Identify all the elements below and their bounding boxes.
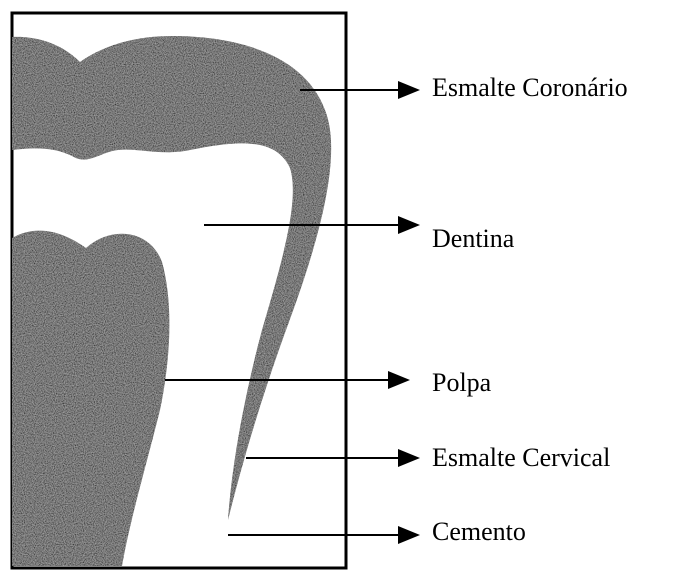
label-polpa: Polpa	[432, 368, 491, 398]
label-cemento: Cemento	[432, 517, 526, 547]
label-dentina: Dentina	[432, 224, 514, 254]
arrowhead-esmalte-coronario	[398, 81, 420, 99]
arrowhead-dentina	[398, 216, 420, 234]
arrowhead-polpa	[388, 371, 410, 389]
label-esmalte-cervical: Esmalte Cervical	[432, 443, 610, 473]
arrowhead-esmalte-cervical	[398, 449, 420, 467]
label-esmalte-coronario: Esmalte Coronário	[432, 73, 628, 103]
arrowhead-cemento	[398, 526, 420, 544]
